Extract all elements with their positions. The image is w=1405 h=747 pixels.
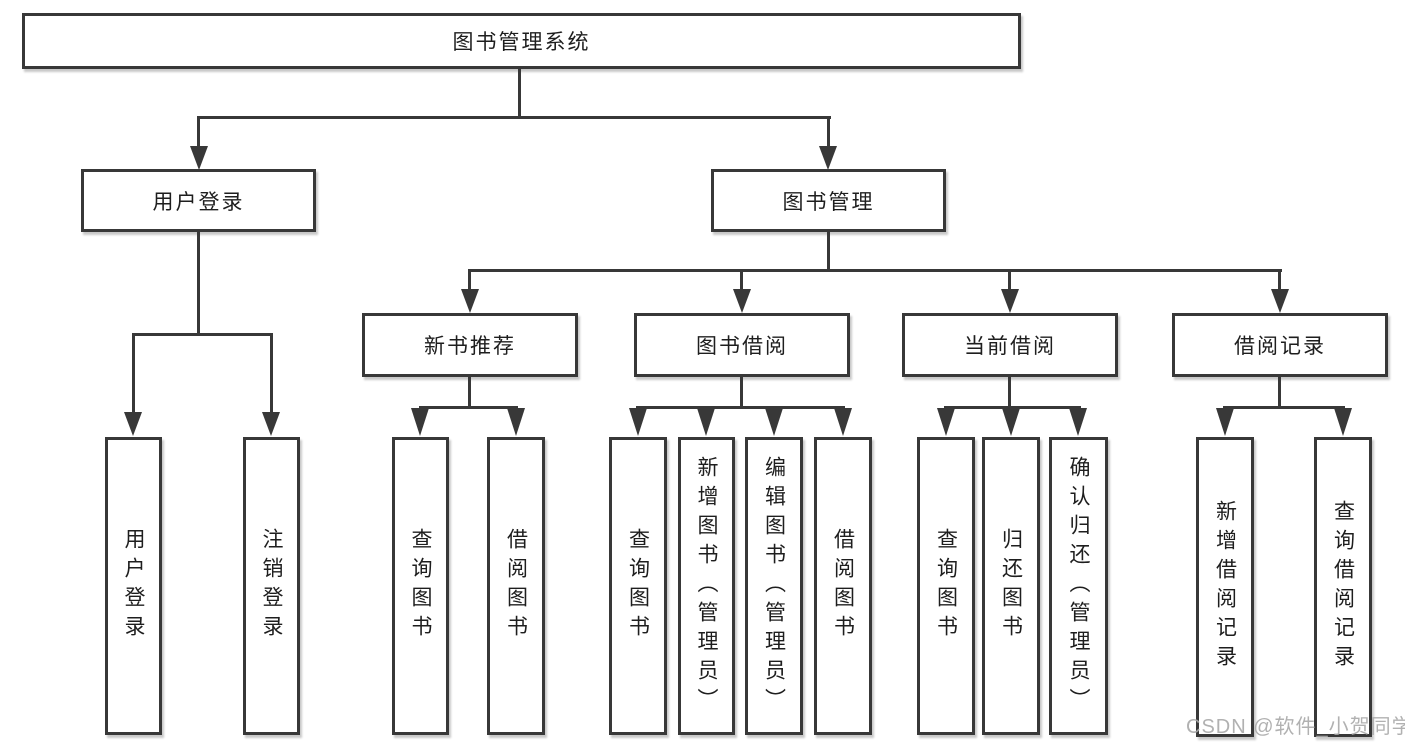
node-current-borrow: 当前借阅 [902,313,1118,377]
arrow-g2-query-icon [411,408,429,436]
node-borrow-record-label: 借阅记录 [1234,335,1326,358]
arrow-g4-return-icon [1002,408,1020,436]
node-current-borrow-label: 当前借阅 [964,335,1056,358]
arrow-g5-add-icon [1216,408,1234,436]
connector-g5-hline [1223,406,1345,409]
node-leaf-nb-borrow: 借阅图书 [487,437,545,735]
node-book-mgmt: 图书管理 [711,169,946,232]
node-leaf-bb-borrow: 借阅图书 [814,437,872,735]
connector-g4-down [1008,377,1011,409]
arrow-user-login-icon [190,146,208,170]
node-root-label: 图书管理系统 [452,31,591,54]
connector-level3-hline [468,269,1282,272]
node-book-mgmt-label: 图书管理 [782,190,875,214]
node-user-login: 用户登录 [81,169,316,232]
node-leaf-bb-add-label: 新增图书（管理员） [695,455,718,717]
node-book-borrow-label: 图书借阅 [696,335,788,358]
node-leaf-bb-query: 查询图书 [609,437,667,735]
arrow-current-borrow-icon [1001,289,1019,313]
csdn-watermark: CSDN @软件_小贺同学 [1186,716,1405,738]
node-leaf-nb-query-label: 查询图书 [409,528,432,644]
node-new-book-rec: 新书推荐 [362,313,578,377]
node-leaf-br-add-label: 新增借阅记录 [1213,500,1237,674]
connector-book-mgmt-stem [827,116,830,147]
connector-leaf-login-stem [132,333,135,413]
arrow-book-mgmt-icon [819,146,837,170]
connector-g3-down [740,377,743,409]
node-borrow-record: 借阅记录 [1172,313,1388,377]
arrow-borrow-record-icon [1271,289,1289,313]
arrow-g5-query-icon [1334,408,1352,436]
node-leaf-nb-borrow-label: 借阅图书 [504,528,528,644]
connector-user-login-down [197,232,200,336]
node-leaf-bb-add: 新增图书（管理员） [678,437,735,735]
connector-g4-hline [944,406,1081,409]
node-leaf-cb-query: 查询图书 [917,437,975,735]
arrow-leaf-logout-icon [262,412,280,436]
connector-user-login-stem [197,116,200,147]
node-leaf-logout-label: 注销登录 [260,528,283,644]
connector-new-book-rec-stem [468,269,471,291]
connector-g2-hline [419,406,518,409]
connector-g2-down [468,377,471,409]
node-leaf-cb-confirm: 确认归还（管理员） [1049,437,1108,735]
connector-user-login-hline [132,333,273,336]
node-leaf-nb-query: 查询图书 [392,437,449,735]
connector-root-stem [518,69,521,118]
arrow-g4-confirm-icon [1069,408,1087,436]
node-leaf-bb-edit: 编辑图书（管理员） [745,437,803,735]
arrow-g2-borrow-icon [507,408,525,436]
arrow-g3-borrow-icon [834,408,852,436]
node-leaf-br-query-label: 查询借阅记录 [1331,500,1355,674]
connector-g3-hline [636,406,845,409]
arrow-new-book-rec-icon [461,289,479,313]
node-leaf-bb-edit-label: 编辑图书（管理员） [762,455,786,717]
node-leaf-bb-borrow-label: 借阅图书 [831,528,855,644]
node-book-borrow: 图书借阅 [634,313,850,377]
arrow-leaf-login-icon [124,412,142,436]
arrow-g3-add-icon [697,408,715,436]
connector-current-borrow-stem [1008,269,1011,291]
node-leaf-cb-return-label: 归还图书 [999,528,1023,644]
node-leaf-cb-return: 归还图书 [982,437,1040,735]
arrow-g4-query-icon [937,408,955,436]
arrow-book-borrow-icon [733,289,751,313]
arrow-g3-query-icon [629,408,647,436]
node-leaf-br-add: 新增借阅记录 [1196,437,1254,737]
node-leaf-user-login: 用户登录 [105,437,162,735]
node-leaf-br-query: 查询借阅记录 [1314,437,1372,737]
connector-borrow-record-stem [1278,269,1281,291]
connector-book-borrow-stem [740,269,743,291]
node-leaf-bb-query-label: 查询图书 [626,528,650,644]
node-leaf-user-login-label: 用户登录 [122,528,145,644]
node-leaf-logout: 注销登录 [243,437,300,735]
connector-leaf-logout-stem [270,333,273,413]
node-root: 图书管理系统 [22,13,1021,69]
connector-book-mgmt-down [827,232,830,272]
connector-g5-down [1278,377,1281,409]
node-new-book-rec-label: 新书推荐 [424,335,516,358]
node-leaf-cb-confirm-label: 确认归还（管理员） [1067,455,1090,717]
arrow-g3-edit-icon [765,408,783,436]
connector-level1-hline [198,116,831,119]
node-user-login-label: 用户登录 [152,190,245,214]
node-leaf-cb-query-label: 查询图书 [934,528,958,644]
